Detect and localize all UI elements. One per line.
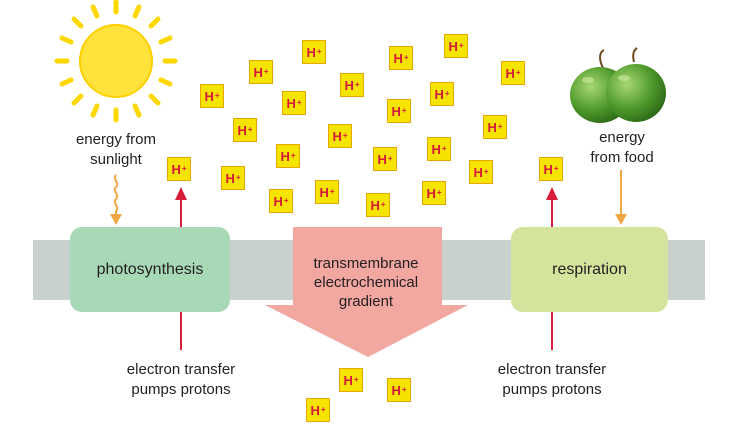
proton: H+ (373, 147, 397, 171)
proton: H+ (249, 60, 273, 84)
proton: H+ (221, 166, 245, 190)
proton: H+ (387, 99, 411, 123)
proton: H+ (427, 137, 451, 161)
proton: H+ (430, 82, 454, 106)
proton: H+ (444, 34, 468, 58)
photosynthesis-box: photosynthesis (70, 227, 230, 312)
proton: H+ (167, 157, 191, 181)
apple-icon (570, 47, 666, 123)
energy-from-sunlight-label: energy from sunlight (75, 131, 157, 168)
proton: H+ (422, 181, 446, 205)
electron-transfer-left-label: electron transfer pumps protons (126, 361, 236, 398)
respiration-box: respiration (511, 227, 668, 312)
sunlight-energy-arrow (110, 174, 122, 225)
proton: H+ (483, 115, 507, 139)
gradient-arrow (265, 227, 468, 357)
proton: H+ (276, 144, 300, 168)
proton: H+ (339, 368, 363, 392)
food-energy-arrow (615, 170, 627, 225)
proton: H+ (366, 193, 390, 217)
sun-icon (54, 0, 178, 123)
proton: H+ (387, 378, 411, 402)
respiration-label: respiration (552, 260, 627, 278)
proton: H+ (501, 61, 525, 85)
proton: H+ (233, 118, 257, 142)
gradient-label: transmembrane electrochemical gradient (313, 255, 419, 310)
electron-transfer-right-label: electron transfer pumps protons (497, 361, 607, 398)
proton: H+ (306, 398, 330, 422)
proton: H+ (340, 73, 364, 97)
proton: H+ (469, 160, 493, 184)
proton: H+ (389, 46, 413, 70)
proton: H+ (282, 91, 306, 115)
energy-from-food-label: energy from food (590, 129, 654, 166)
proton: H+ (302, 40, 326, 64)
proton: H+ (315, 180, 339, 204)
proton: H+ (269, 189, 293, 213)
proton: H+ (328, 124, 352, 148)
proton: H+ (539, 157, 563, 181)
photosynthesis-label: photosynthesis (96, 260, 204, 278)
proton: H+ (200, 84, 224, 108)
